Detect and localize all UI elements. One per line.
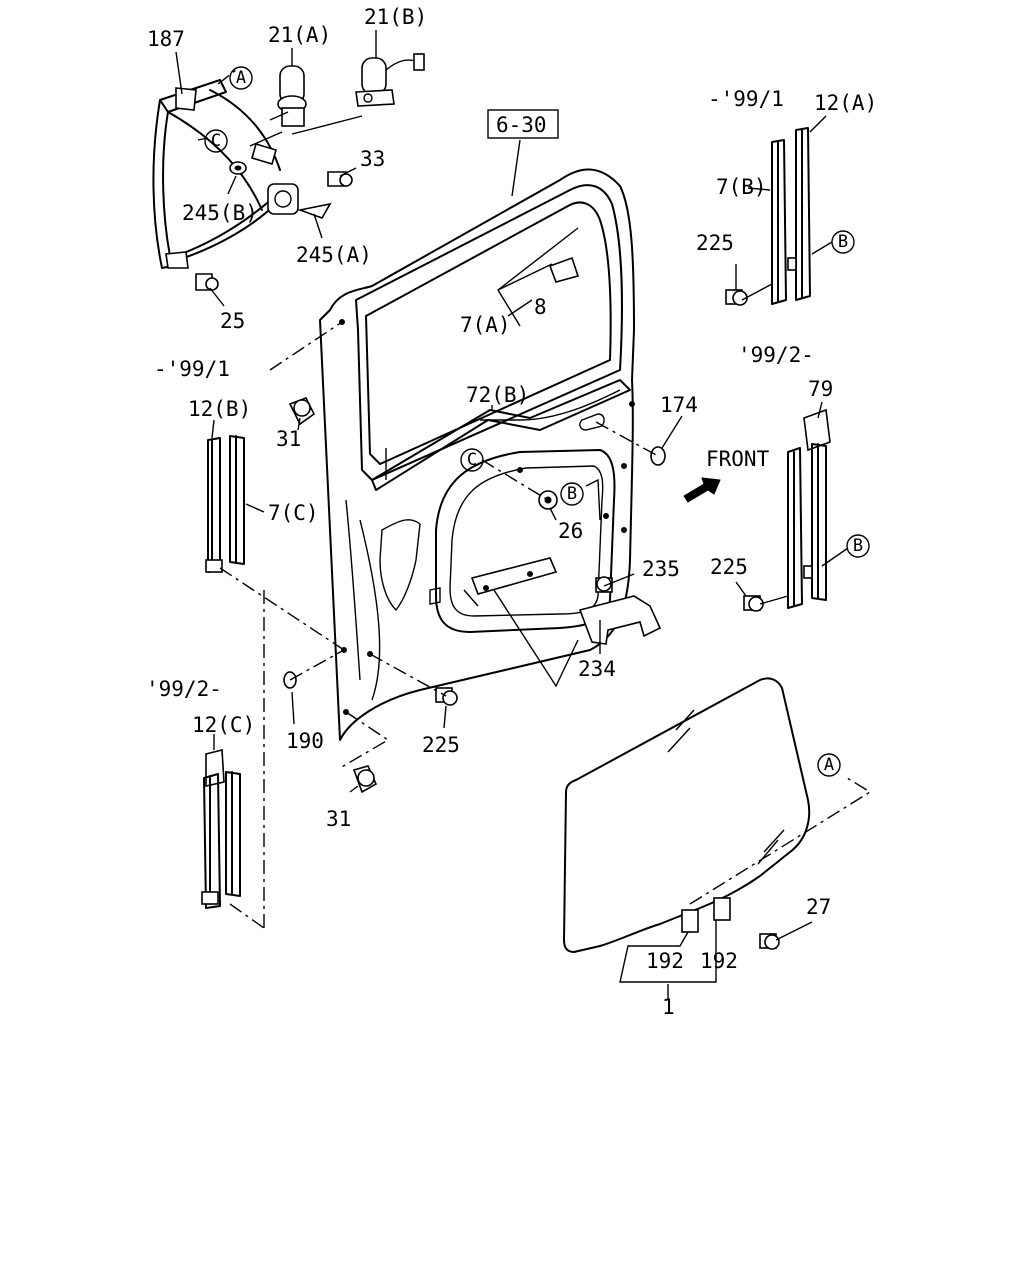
door-panel <box>319 168 635 741</box>
callout-31-lower: 31 <box>326 807 351 831</box>
callout-79: 79 <box>808 377 833 401</box>
callout-235: 235 <box>642 557 680 581</box>
callout-31-upper: 31 <box>276 427 301 451</box>
callout-174: 174 <box>660 393 698 417</box>
ref-circle-b-right-top: B <box>831 230 855 254</box>
bolt-225-center <box>435 687 458 706</box>
ref-circle-b-right-bottom: B <box>846 534 870 558</box>
period-to-99-1-left: -'99/1 <box>154 357 230 381</box>
svg-text:C: C <box>211 131 221 151</box>
svg-text:A: A <box>236 68 246 88</box>
callout-25: 25 <box>220 309 245 333</box>
callout-21a: 21(A) <box>268 23 331 47</box>
callout-187: 187 <box>147 27 185 51</box>
ref-circle-a-top: A <box>229 66 253 90</box>
callout-labels: 187 21(A) 21(B) 33 245(B) 245(A) 25 6-30… <box>147 5 877 1019</box>
svg-text:A: A <box>824 755 834 775</box>
svg-text:B: B <box>838 232 848 252</box>
bolt-225-right-top <box>725 289 748 306</box>
window-regulator-assembly <box>152 53 425 291</box>
callout-225-right-top: 225 <box>696 231 734 255</box>
period-labels: -'99/1 -'99/1 '99/2- '99/2- <box>146 87 814 701</box>
callout-72b: 72(B) <box>466 383 529 407</box>
bolt-27 <box>759 933 780 950</box>
callout-192-right: 192 <box>700 949 738 973</box>
period-to-99-1-top: -'99/1 <box>708 87 784 111</box>
callout-7c: 7(C) <box>268 501 319 525</box>
front-arrow-icon <box>683 477 721 503</box>
bolt-225-right-bottom <box>743 595 764 612</box>
door-glass <box>563 677 811 953</box>
channel-12a-7b <box>771 127 811 305</box>
callout-21b: 21(B) <box>364 5 427 29</box>
callout-33: 33 <box>360 147 385 171</box>
ref-circle-a-glass: A <box>817 753 841 777</box>
ref-circle-c-top: C <box>204 129 228 153</box>
svg-text:C: C <box>467 450 477 470</box>
callout-26: 26 <box>558 519 583 543</box>
callout-192-left: 192 <box>646 949 684 973</box>
callout-1: 1 <box>662 995 675 1019</box>
leader-lines <box>175 30 849 1000</box>
svg-text:B: B <box>567 484 577 504</box>
bracket-234 <box>578 576 662 645</box>
channel-79 <box>787 408 831 609</box>
svg-text:B: B <box>853 536 863 556</box>
callout-7a: 7(A) <box>460 313 511 337</box>
callout-245b: 245(B) <box>182 201 258 225</box>
callout-8: 8 <box>534 295 547 319</box>
ref-circle-c-mid: C <box>460 448 484 472</box>
channel-12c <box>201 748 241 909</box>
bumper-31-upper <box>288 396 316 426</box>
period-from-99-2-left: '99/2- <box>146 677 222 701</box>
bumper-31-lower <box>352 765 378 794</box>
callout-7b: 7(B) <box>716 175 767 199</box>
period-from-99-2-right: '99/2- <box>738 343 814 367</box>
callout-245a: 245(A) <box>296 243 372 267</box>
plug-174 <box>650 446 666 466</box>
callout-12c: 12(C) <box>192 713 255 737</box>
ref-circle-b-mid: B <box>560 482 584 506</box>
callout-190: 190 <box>286 729 324 753</box>
reference-box-6-30 <box>487 109 559 139</box>
front-label: FRONT <box>706 447 770 471</box>
callout-234: 234 <box>578 657 616 681</box>
callout-27: 27 <box>806 895 831 919</box>
callout-225-right-bottom: 225 <box>710 555 748 579</box>
callout-12a: 12(A) <box>814 91 877 115</box>
callout-12b: 12(B) <box>188 397 251 421</box>
callout-225-center: 225 <box>422 733 460 757</box>
callout-6-30: 6-30 <box>496 113 547 137</box>
phantom-lines <box>197 69 872 929</box>
channel-12b-7c <box>205 435 245 573</box>
